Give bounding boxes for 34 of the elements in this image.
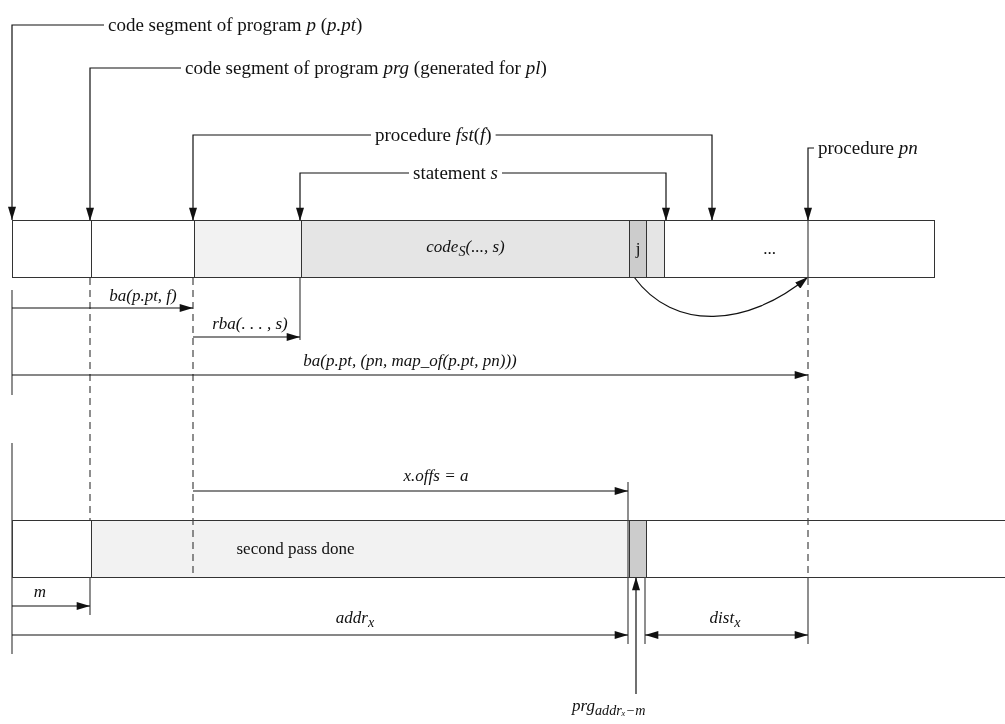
arrow [633, 276, 809, 317]
arrow [632, 576, 640, 695]
memory-segment [629, 521, 646, 577]
dimension-label: x.offs = a [403, 466, 469, 486]
annotation-text: statement s [413, 161, 498, 185]
dimension-label: dist$_{x}$ [709, 607, 741, 633]
dimension-label: rba(. . . , s) [212, 314, 288, 334]
dimension-label: addr$_{x}$ [335, 607, 375, 633]
memory-segment [629, 221, 646, 277]
segment-label: j [635, 239, 641, 259]
arrow [86, 67, 182, 222]
dimension-label: ba(p.pt, (pn, map_of(p.pt, pn))) [303, 351, 517, 371]
memory-bar [12, 220, 935, 278]
arrow [8, 24, 105, 221]
memory-segment [91, 521, 629, 577]
arrow [296, 172, 410, 222]
arrow [495, 134, 716, 222]
segment-label: code$_{S}$(..., s) [426, 237, 505, 261]
dimension-label: ba(p.pt, f) [109, 286, 177, 306]
annotation-text: code segment of program prg (generated for pl) [185, 56, 547, 80]
annotation-text: code segment of program p (p.pt) [108, 13, 363, 37]
dimension-label: m [33, 582, 47, 602]
arrow [189, 134, 372, 222]
segment-label: ... [763, 239, 776, 259]
segment-label: second pass done [236, 539, 355, 559]
arrow [501, 172, 670, 222]
annotation-text: procedure pn [818, 136, 918, 160]
memory-segment [194, 221, 301, 277]
memory-segment [301, 221, 629, 277]
annotation-text: procedure fst(f) [375, 123, 492, 147]
arrow [804, 147, 815, 222]
annotation-text: prg$_{addrₓ−m}$ [572, 694, 646, 723]
memory-segment [646, 221, 664, 277]
memory-bar [12, 520, 1005, 578]
